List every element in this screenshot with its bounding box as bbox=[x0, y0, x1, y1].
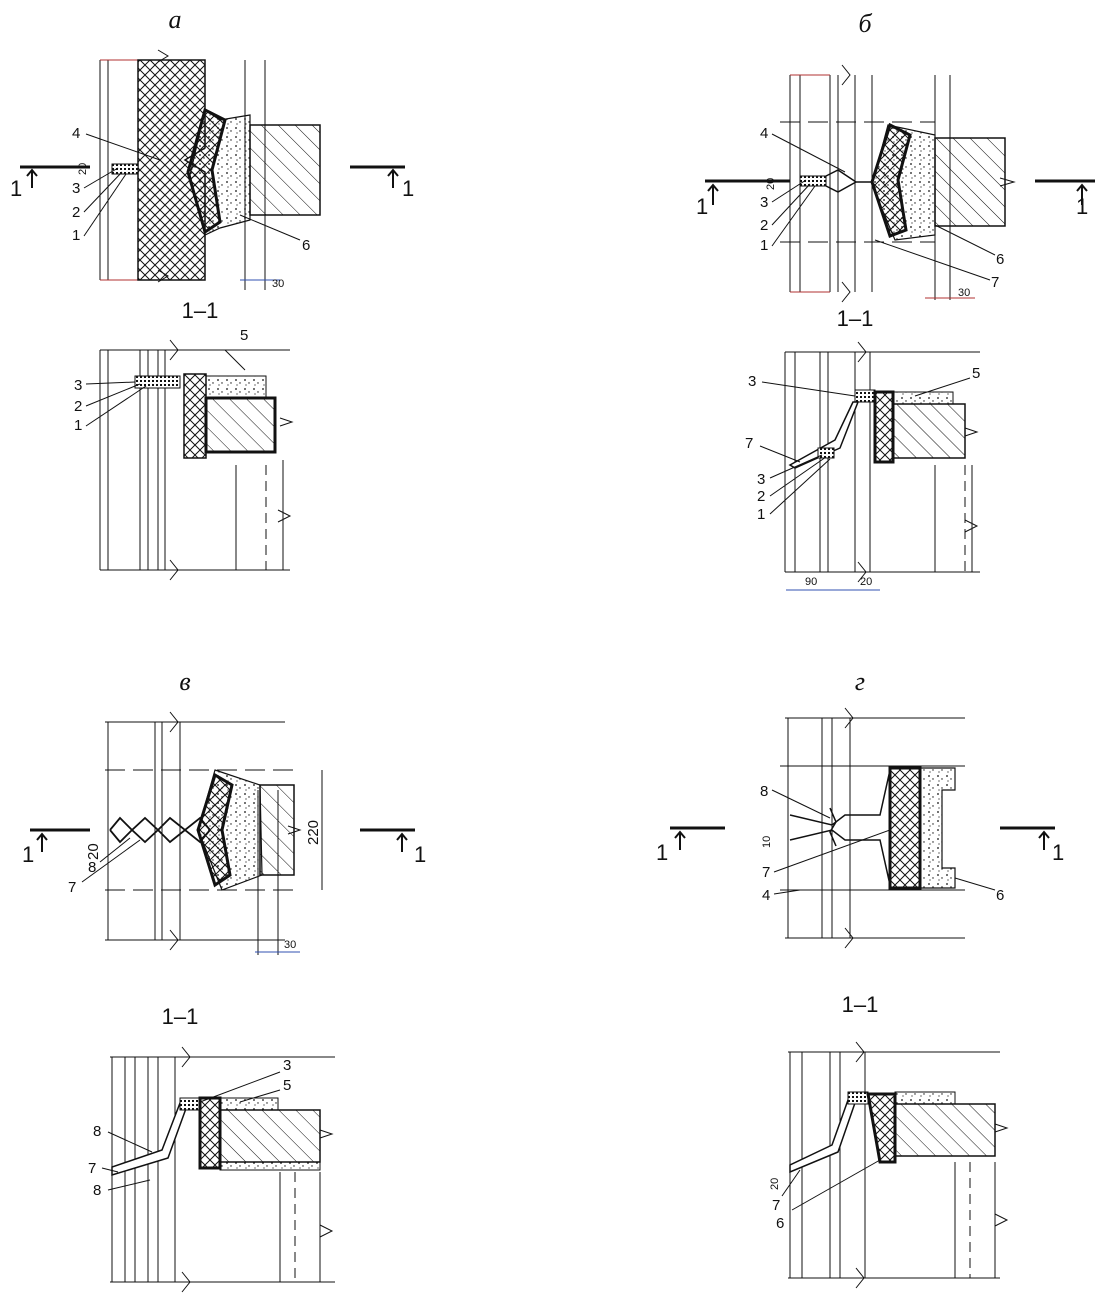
callout-b-sec-2: 2 bbox=[757, 488, 765, 505]
callout-a-sec-3: 3 bbox=[74, 377, 82, 394]
insulation-insert-v bbox=[196, 772, 234, 888]
floor-slab-v bbox=[259, 784, 295, 876]
seal-gasket-b-top bbox=[854, 389, 876, 403]
section-mark-right-a: 1 bbox=[402, 176, 414, 201]
section-a-label: 1–1 bbox=[182, 298, 219, 323]
section-mark-right-g: 1 bbox=[1052, 840, 1064, 865]
callout-v-7: 7 bbox=[68, 879, 76, 896]
section-mark-left-a: 1 bbox=[10, 176, 22, 201]
profiled-joint-g bbox=[789, 769, 891, 886]
section-mark-left-v: 1 bbox=[22, 842, 34, 867]
variant-a-plan: а 30 1 1 20 4 3 2 bbox=[10, 5, 414, 290]
variant-b-label: б bbox=[858, 9, 872, 38]
callout-g-sec-6: 6 bbox=[776, 1215, 784, 1232]
seal-gasket-b-low bbox=[817, 447, 835, 459]
section-mark-right-v: 1 bbox=[414, 842, 426, 867]
insulation-insert-b bbox=[870, 122, 912, 238]
variant-v-section: 1–1 3 5 8 7 8 bbox=[88, 1004, 335, 1293]
variant-v-label: в bbox=[179, 667, 190, 696]
callout-g-8: 8 bbox=[760, 783, 768, 800]
dim-g-10: 10 bbox=[761, 836, 773, 848]
callout-b-2: 2 bbox=[760, 217, 768, 234]
callout-b-1: 1 bbox=[760, 237, 768, 254]
floor-slab-b bbox=[934, 137, 1006, 227]
callout-a-4: 4 bbox=[72, 125, 80, 142]
insulation-insert-v-sec bbox=[198, 1096, 222, 1170]
callout-b-6: 6 bbox=[996, 251, 1004, 268]
dim-a-30: 30 bbox=[272, 278, 284, 290]
section-b-label: 1–1 bbox=[837, 306, 874, 331]
dim-b-sec-20: 20 bbox=[860, 576, 872, 588]
dim-b-20: 20 bbox=[765, 178, 777, 190]
callout-a-sec-1: 1 bbox=[74, 417, 82, 434]
callout-b-sec-7: 7 bbox=[745, 435, 753, 452]
callout-v-sec-8a: 8 bbox=[93, 1123, 101, 1140]
section-g-label: 1–1 bbox=[842, 992, 879, 1017]
callout-a-1: 1 bbox=[72, 227, 80, 244]
floor-slab-v-sec bbox=[219, 1109, 321, 1163]
insulation-insert-section bbox=[183, 373, 207, 459]
concrete-grout-g bbox=[919, 767, 956, 889]
callout-g-sec-7: 7 bbox=[772, 1197, 780, 1214]
grout-g-top bbox=[894, 1091, 956, 1105]
variant-a-section: 1–1 5 3 2 1 bbox=[74, 298, 294, 581]
variant-b-section: 1–1 90 20 3 5 7 3 2 1 bbox=[745, 306, 980, 591]
callout-a-5: 5 bbox=[240, 327, 248, 344]
floor-slab-section bbox=[204, 396, 277, 454]
callout-v-8: 8 bbox=[88, 859, 96, 876]
dim-v-20: 20 bbox=[85, 843, 102, 860]
dim-v-30: 30 bbox=[284, 939, 296, 951]
insulation-insert-g-sec bbox=[866, 1092, 897, 1164]
variant-v-plan: в 30 220 1 1 20 8 7 bbox=[22, 667, 426, 955]
section-v-label: 1–1 bbox=[162, 1004, 199, 1029]
insulation-insert-g bbox=[888, 766, 922, 890]
variant-a-label: а bbox=[169, 5, 182, 34]
callout-g-6: 6 bbox=[996, 887, 1004, 904]
callout-b-4: 4 bbox=[760, 125, 768, 142]
callout-a-2: 2 bbox=[72, 204, 80, 221]
floor-slab bbox=[249, 124, 321, 216]
sloped-joint-g bbox=[789, 1099, 858, 1174]
profiled-joint-v bbox=[109, 816, 211, 844]
variant-g-section: 1–1 20 7 6 bbox=[769, 992, 1009, 1289]
grout-v-bottom bbox=[219, 1161, 321, 1171]
seal-gasket bbox=[111, 163, 139, 175]
callout-b-sec-3b: 3 bbox=[757, 471, 765, 488]
section-mark-left-g: 1 bbox=[656, 840, 668, 865]
callout-b-7: 7 bbox=[991, 274, 999, 291]
dim-g-20: 20 bbox=[769, 1178, 781, 1190]
seal-gasket-b bbox=[799, 175, 827, 187]
seal-gasket-g bbox=[847, 1091, 869, 1105]
callout-g-7: 7 bbox=[762, 864, 770, 881]
floor-slab-g-sec bbox=[894, 1103, 996, 1157]
callout-v-sec-3: 3 bbox=[283, 1057, 291, 1074]
dim-b-30: 30 bbox=[958, 287, 970, 299]
section-mark-left-b: 1 bbox=[696, 194, 708, 219]
callout-b-sec-1: 1 bbox=[757, 506, 765, 523]
callout-a-6: 6 bbox=[302, 237, 310, 254]
seal-gasket-section bbox=[134, 375, 181, 389]
callout-b-sec-3: 3 bbox=[748, 373, 756, 390]
callout-b-sec-5: 5 bbox=[972, 365, 980, 382]
callout-v-sec-5: 5 bbox=[283, 1077, 291, 1094]
insulation-insert-b-sec bbox=[873, 390, 895, 464]
callout-g-4: 4 bbox=[762, 887, 770, 904]
callout-a-3: 3 bbox=[72, 180, 80, 197]
dim-a-20: 20 bbox=[77, 163, 89, 175]
floor-slab-b-sec bbox=[892, 403, 966, 459]
section-mark-right-b: 1 bbox=[1076, 194, 1088, 219]
dim-v-220: 220 bbox=[305, 820, 322, 845]
insulation-insert bbox=[186, 107, 227, 235]
variant-g-plan: г 1 1 10 8 7 4 6 bbox=[656, 667, 1064, 949]
variant-g-label: г bbox=[855, 667, 865, 696]
callout-v-sec-7: 7 bbox=[88, 1160, 96, 1177]
callout-a-sec-2: 2 bbox=[74, 398, 82, 415]
dim-b-90: 90 bbox=[805, 576, 817, 588]
grout-top bbox=[205, 375, 267, 399]
callout-b-3: 3 bbox=[760, 194, 768, 211]
callout-v-sec-8b: 8 bbox=[93, 1182, 101, 1199]
variant-b-plan: б 30 1 1 20 4 3 2 bbox=[696, 9, 1095, 303]
seal-gasket-v bbox=[179, 1097, 201, 1111]
